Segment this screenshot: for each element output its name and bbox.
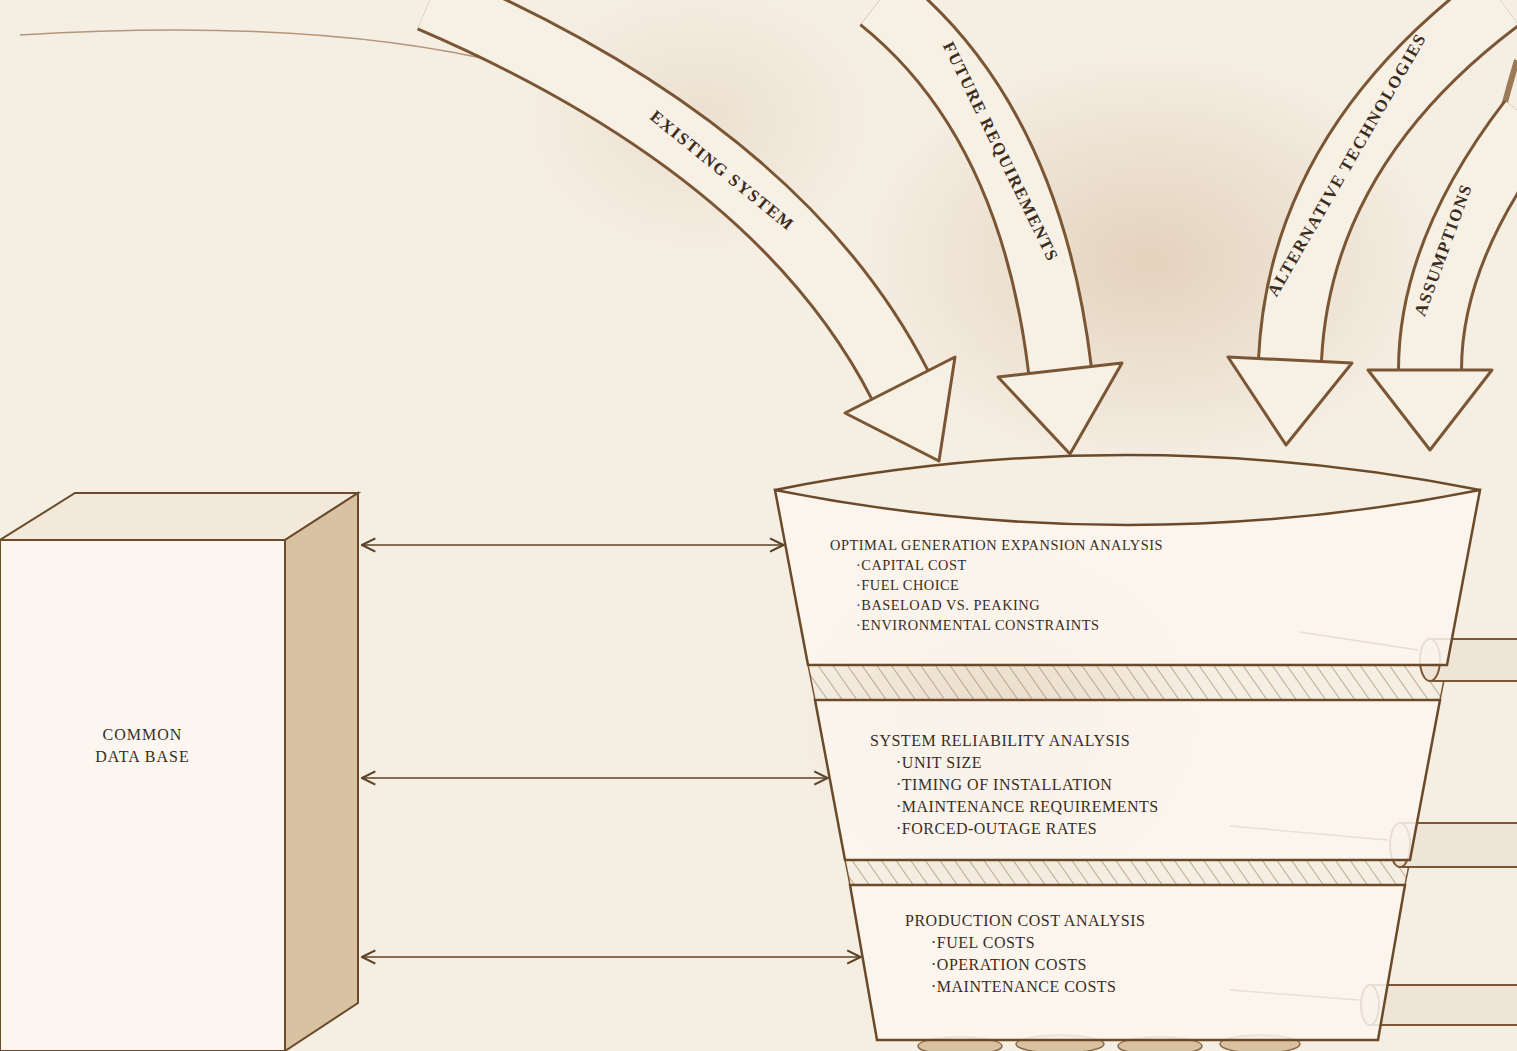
arrow-label: ALTERNATIVE TECHNOLOGIES bbox=[1263, 30, 1431, 300]
funnel-band: OPTIMAL GENERATION EXPANSION ANALYSIS·CA… bbox=[775, 490, 1480, 665]
band-bullet: ·CAPITAL COST bbox=[830, 555, 1440, 575]
data-link bbox=[362, 956, 861, 958]
band-bullet: ·UNIT SIZE bbox=[870, 752, 1400, 774]
arrow-label: EXISTING SYSTEM bbox=[646, 107, 798, 236]
band-bullet: ·MAINTENANCE REQUIREMENTS bbox=[870, 796, 1400, 818]
data-link bbox=[362, 777, 828, 779]
box-label: COMMON DATA BASE bbox=[88, 724, 198, 768]
band-bullet: ·TIMING OF INSTALLATION bbox=[870, 774, 1400, 796]
band-bullet: ·BASELOAD VS. PEAKING bbox=[830, 595, 1440, 615]
band-heading: SYSTEM RELIABILITY ANALYSIS bbox=[870, 730, 1400, 752]
arrow-label: FUTURE REQUIREMENTS bbox=[938, 39, 1062, 266]
box-face bbox=[285, 493, 358, 1051]
band-face bbox=[850, 885, 1405, 1040]
funnel-band: SYSTEM RELIABILITY ANALYSIS·UNIT SIZE·TI… bbox=[815, 700, 1440, 860]
input-arrow bbox=[430, 0, 955, 461]
funnel-rim bbox=[775, 455, 1480, 490]
band-heading: PRODUCTION COST ANALYSIS bbox=[905, 910, 1365, 932]
band-face bbox=[775, 490, 1480, 665]
input-arrow bbox=[1368, 120, 1517, 450]
arrow-label: ASSUMPTIONS bbox=[1411, 181, 1477, 319]
band-bullet: ·ENVIRONMENTAL CONSTRAINTS bbox=[830, 615, 1440, 635]
hatched-divider bbox=[808, 665, 1447, 700]
data-base-box: COMMON DATA BASE bbox=[0, 493, 360, 1051]
band-bullet: ·FORCED-OUTAGE RATES bbox=[870, 818, 1400, 840]
band-bullet: ·OPERATION COSTS bbox=[905, 954, 1365, 976]
input-arrow bbox=[880, 0, 1122, 454]
band-bullet: ·MAINTENANCE COSTS bbox=[905, 976, 1365, 998]
box-face bbox=[0, 540, 285, 1051]
box-outline bbox=[0, 493, 360, 1051]
hatched-divider bbox=[845, 860, 1410, 885]
band-bullet: ·FUEL COSTS bbox=[905, 932, 1365, 954]
band-heading: OPTIMAL GENERATION EXPANSION ANALYSIS bbox=[830, 535, 1440, 555]
band-bullet: ·FUEL CHOICE bbox=[830, 575, 1440, 595]
funnel-band: PRODUCTION COST ANALYSIS·FUEL COSTS·OPER… bbox=[850, 885, 1405, 1040]
data-link bbox=[362, 544, 783, 546]
band-face bbox=[815, 700, 1440, 860]
